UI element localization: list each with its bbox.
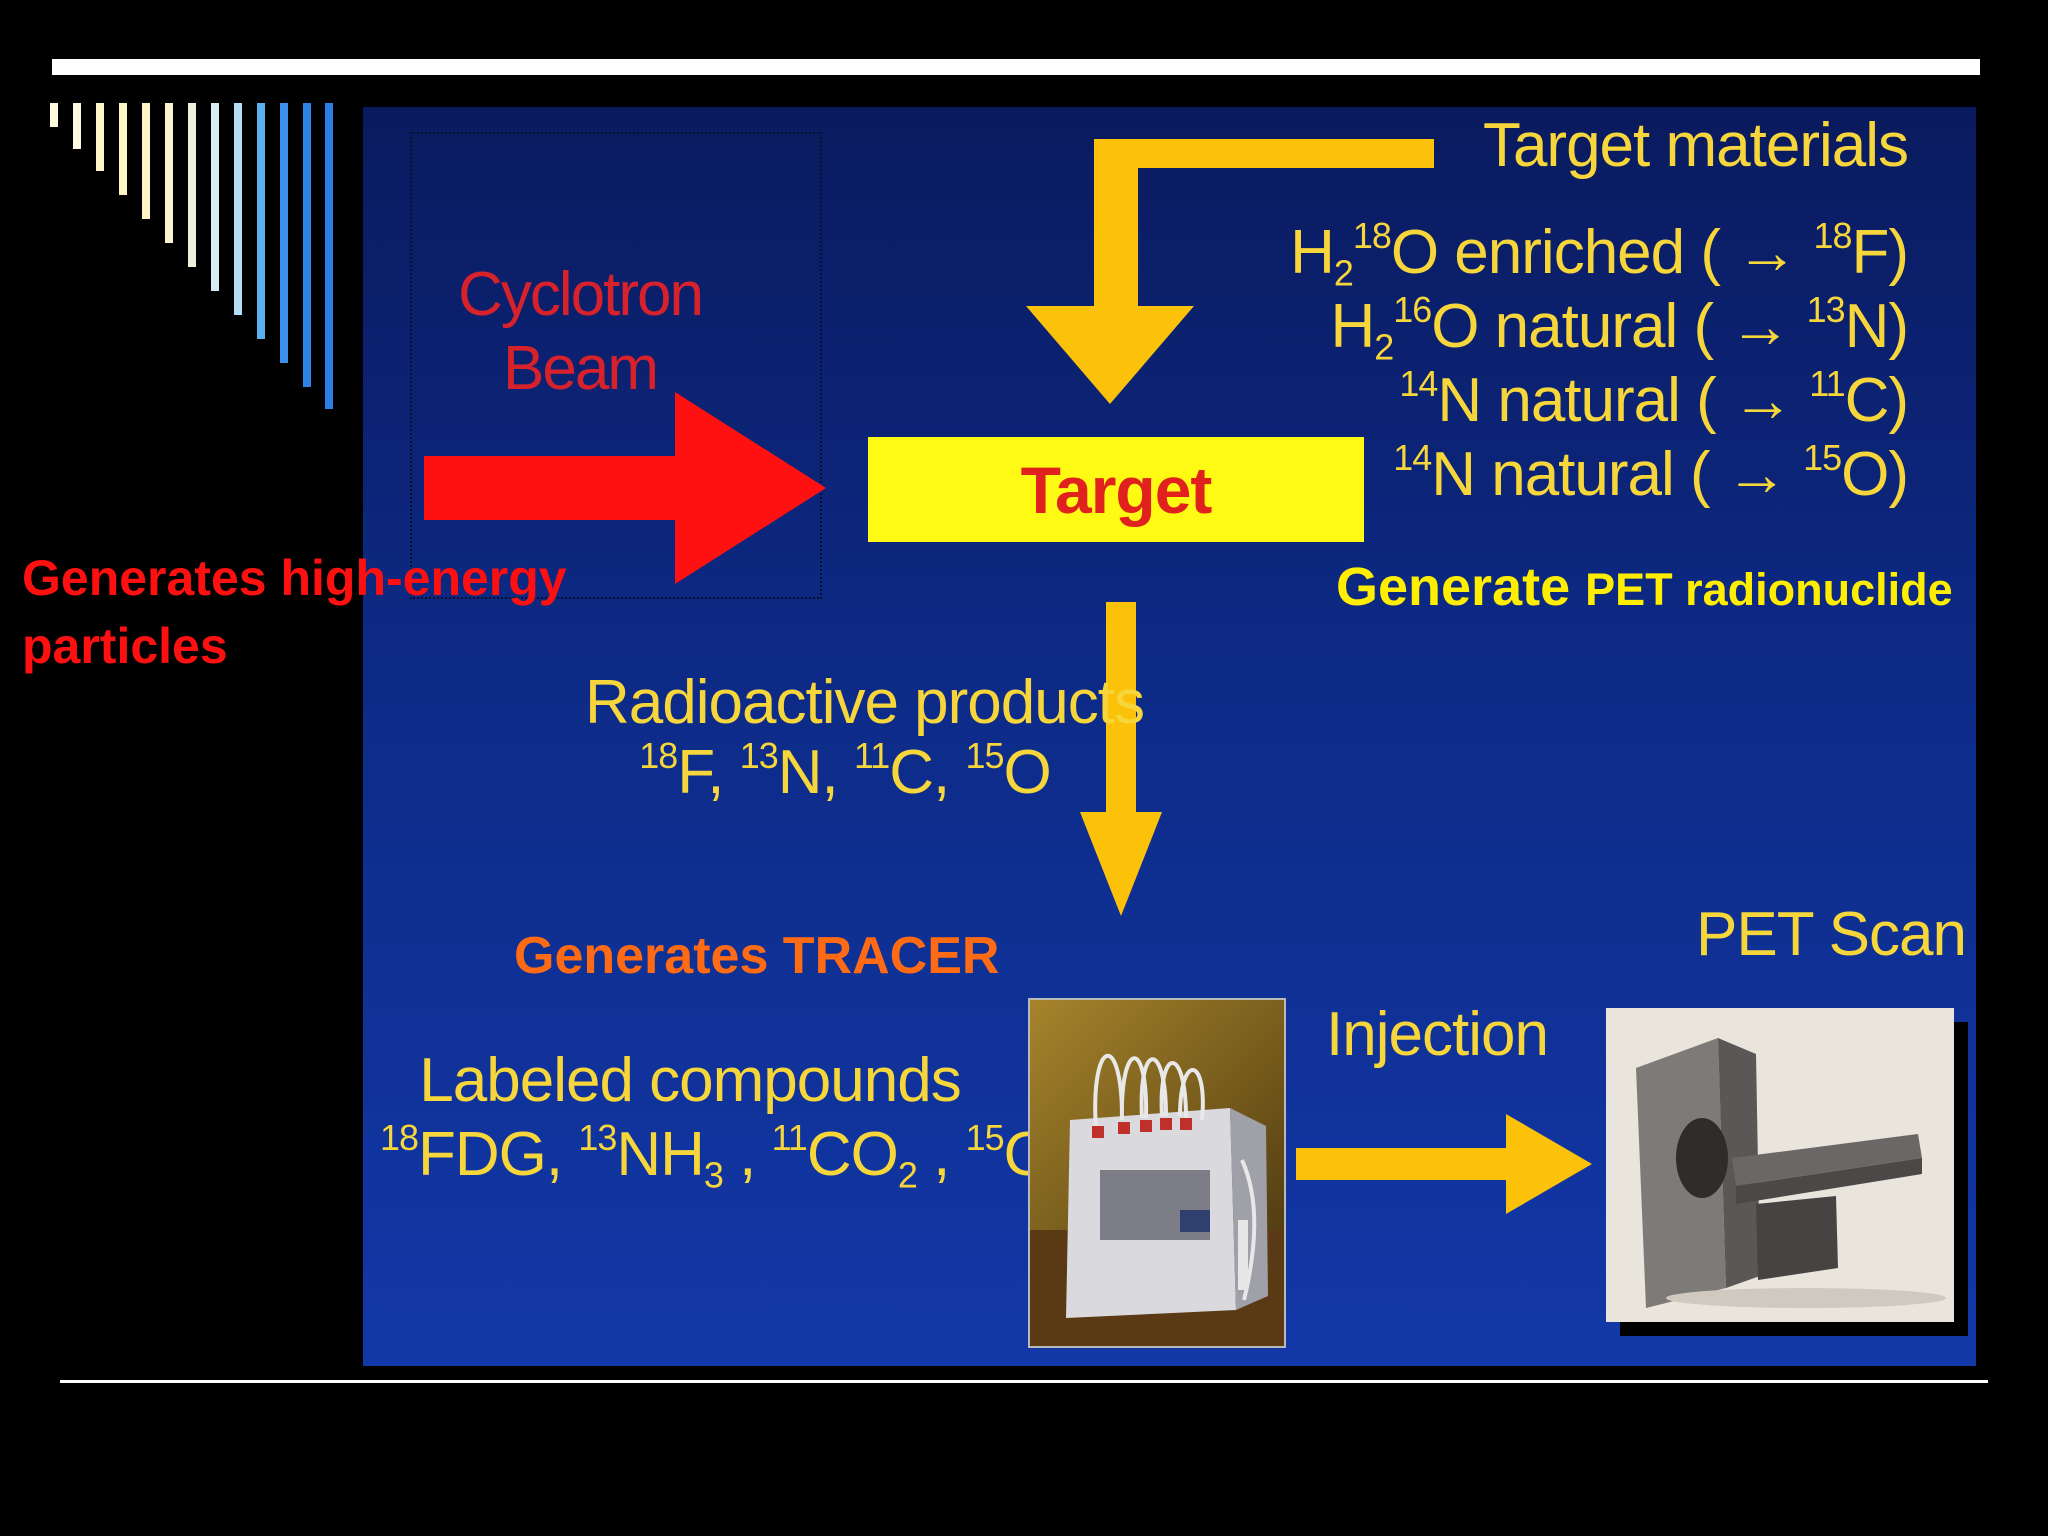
- target-material-line: H218O enriched ( → 18F): [1290, 214, 1909, 294]
- generates-tracer-note: Generates TRACER: [514, 927, 1000, 985]
- radioactive-products-title: Radioactive products: [585, 668, 1145, 737]
- cyclotron-word: Cyclotron: [458, 260, 704, 329]
- target-material-line: 14N natural ( → 11C): [1399, 362, 1909, 435]
- target-materials-arrow: [1026, 139, 1434, 404]
- generates-high-energy-note: Generates high-energy particles: [22, 550, 567, 674]
- synthesis-module-photo: [1028, 998, 1286, 1348]
- top-rule: [52, 59, 1980, 75]
- beam-word: Beam: [503, 334, 659, 403]
- dotted-frame: [410, 132, 822, 599]
- products-arrow: [1080, 602, 1162, 916]
- decorative-stripes: [50, 103, 333, 409]
- radioactive-products-list: 18F, 13N, 11C, 15O: [639, 734, 1051, 807]
- target-label: Target: [1020, 452, 1213, 527]
- generate-pet-radionuclide-note: Generate PET radionuclide: [1336, 557, 1953, 617]
- cyclotron-beam-label: Cyclotron Beam: [420, 258, 740, 406]
- synthesis-module-illustration: [1030, 1053, 1284, 1346]
- injection-arrow: [1296, 1114, 1592, 1214]
- cyclotron-beam-arrow: [424, 392, 826, 584]
- target-material-line: 14N natural ( → 15O): [1393, 436, 1909, 509]
- injection-label: Injection: [1326, 1000, 1549, 1069]
- pet-scanner-photo: [1606, 1008, 1954, 1322]
- target-material-line: H216O natural ( → 13N): [1330, 288, 1909, 368]
- labeled-compounds-list: 18FDG, 13NH3 , 11CO2 , 15O2: [380, 1116, 1071, 1196]
- bottom-rule: [60, 1380, 1988, 1383]
- target-materials-title: Target materials: [1482, 111, 1909, 180]
- pet-scan-label: PET Scan: [1696, 900, 1967, 969]
- labeled-compounds-title: Labeled compounds: [419, 1046, 961, 1115]
- pet-scanner-illustration: [1606, 1008, 1954, 1322]
- target-box: Target: [868, 437, 1364, 542]
